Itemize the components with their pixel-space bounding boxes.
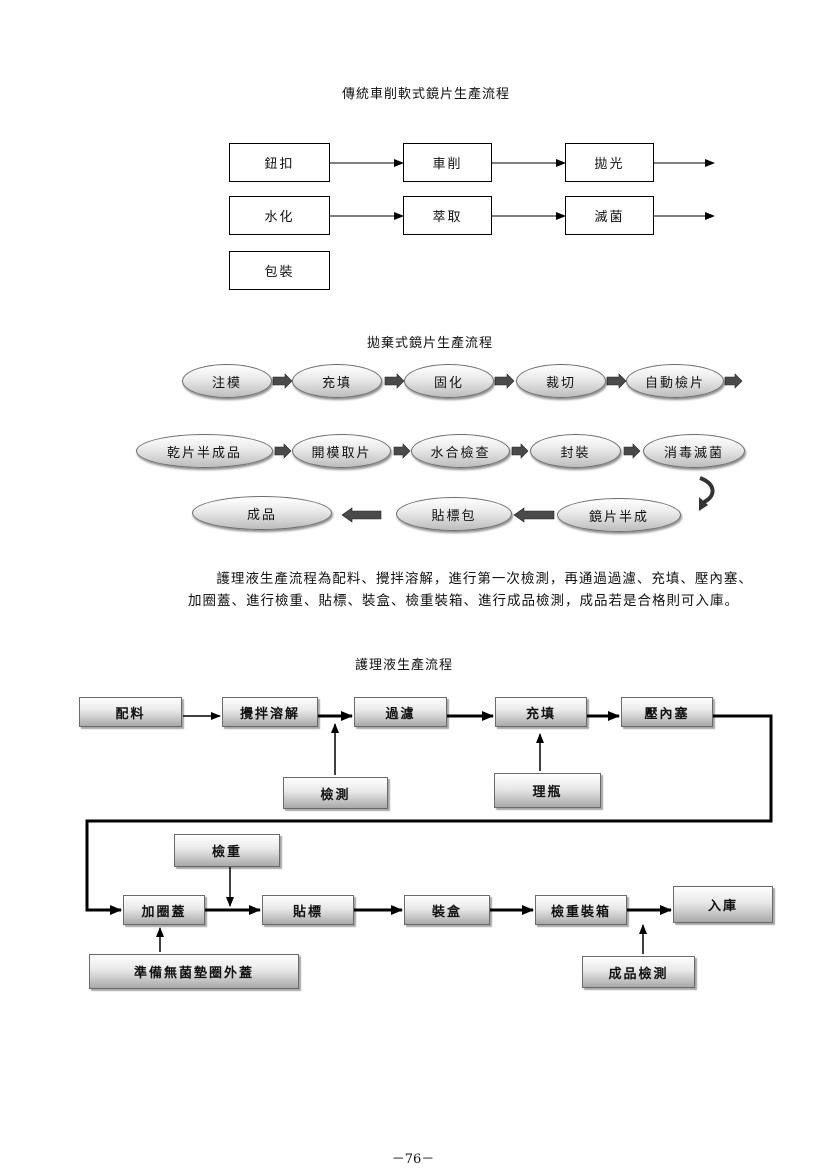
step-box: 檢測: [283, 777, 388, 809]
step-box: 配料: [79, 697, 182, 727]
description-paragraph: 護理液生產流程為配料、攪拌溶解，進行第一次檢測，再通過過濾、充填、壓內塞、加圈蓋…: [188, 568, 753, 612]
step-box: 包裝: [229, 251, 330, 290]
step-pill: 固化: [404, 364, 494, 398]
step-box: 車削: [403, 143, 492, 182]
step-pill: 乾片半成品: [136, 434, 273, 468]
step-box: 貼標: [262, 895, 354, 925]
step-pill: 封裝: [530, 434, 621, 468]
page-number: －76－: [391, 1152, 435, 1167]
step-pill: 成品: [192, 496, 332, 530]
step-pill: 開模取片: [292, 434, 391, 468]
step-box: 充填: [495, 697, 587, 727]
step-box: 成品檢測: [582, 956, 695, 988]
step-box: 萃取: [403, 196, 492, 235]
paragraph-text: 護理液生產流程為配料、攪拌溶解，進行第一次檢測，再通過過濾、充填、壓內塞、加圈蓋…: [188, 571, 753, 609]
step-pill: 注模: [182, 364, 272, 398]
step-pill: 自動檢片: [626, 364, 724, 398]
step-box: 攪拌溶解: [222, 697, 318, 727]
step-box: 鈕扣: [229, 143, 330, 182]
step-box: 準備無菌墊圈外蓋: [89, 954, 299, 989]
step-pill: 鏡片半成: [557, 498, 681, 532]
step-box: 檢重: [174, 834, 280, 867]
step-box: 水化: [229, 196, 330, 235]
curve-arrow-icon: [699, 476, 715, 504]
step-pill: 貼標包: [396, 497, 512, 531]
step-box: 檢重裝箱: [535, 895, 627, 925]
step-box: 滅菌: [565, 196, 654, 235]
block-arrows-left: [341, 507, 555, 523]
step-box: 入庫: [673, 886, 773, 923]
step-box: 過濾: [354, 697, 447, 727]
section2-title: 拋棄式鏡片生產流程: [367, 336, 494, 351]
step-box: 理瓶: [494, 773, 601, 808]
step-box: 壓內塞: [621, 697, 713, 727]
step-pill: 裁切: [516, 364, 606, 398]
step-box: 裝盒: [404, 895, 490, 925]
step-box: 加圈蓋: [123, 895, 205, 925]
step-box: 拋光: [565, 143, 654, 182]
section1-title: 傳統車削軟式鏡片生產流程: [342, 87, 511, 102]
step-pill: 水合檢查: [411, 434, 510, 468]
step-pill: 充填: [292, 364, 382, 398]
block-arrows-right: [272, 373, 743, 459]
section3-title: 護理液生產流程: [355, 658, 454, 673]
step-pill: 消毒滅菌: [643, 434, 745, 468]
